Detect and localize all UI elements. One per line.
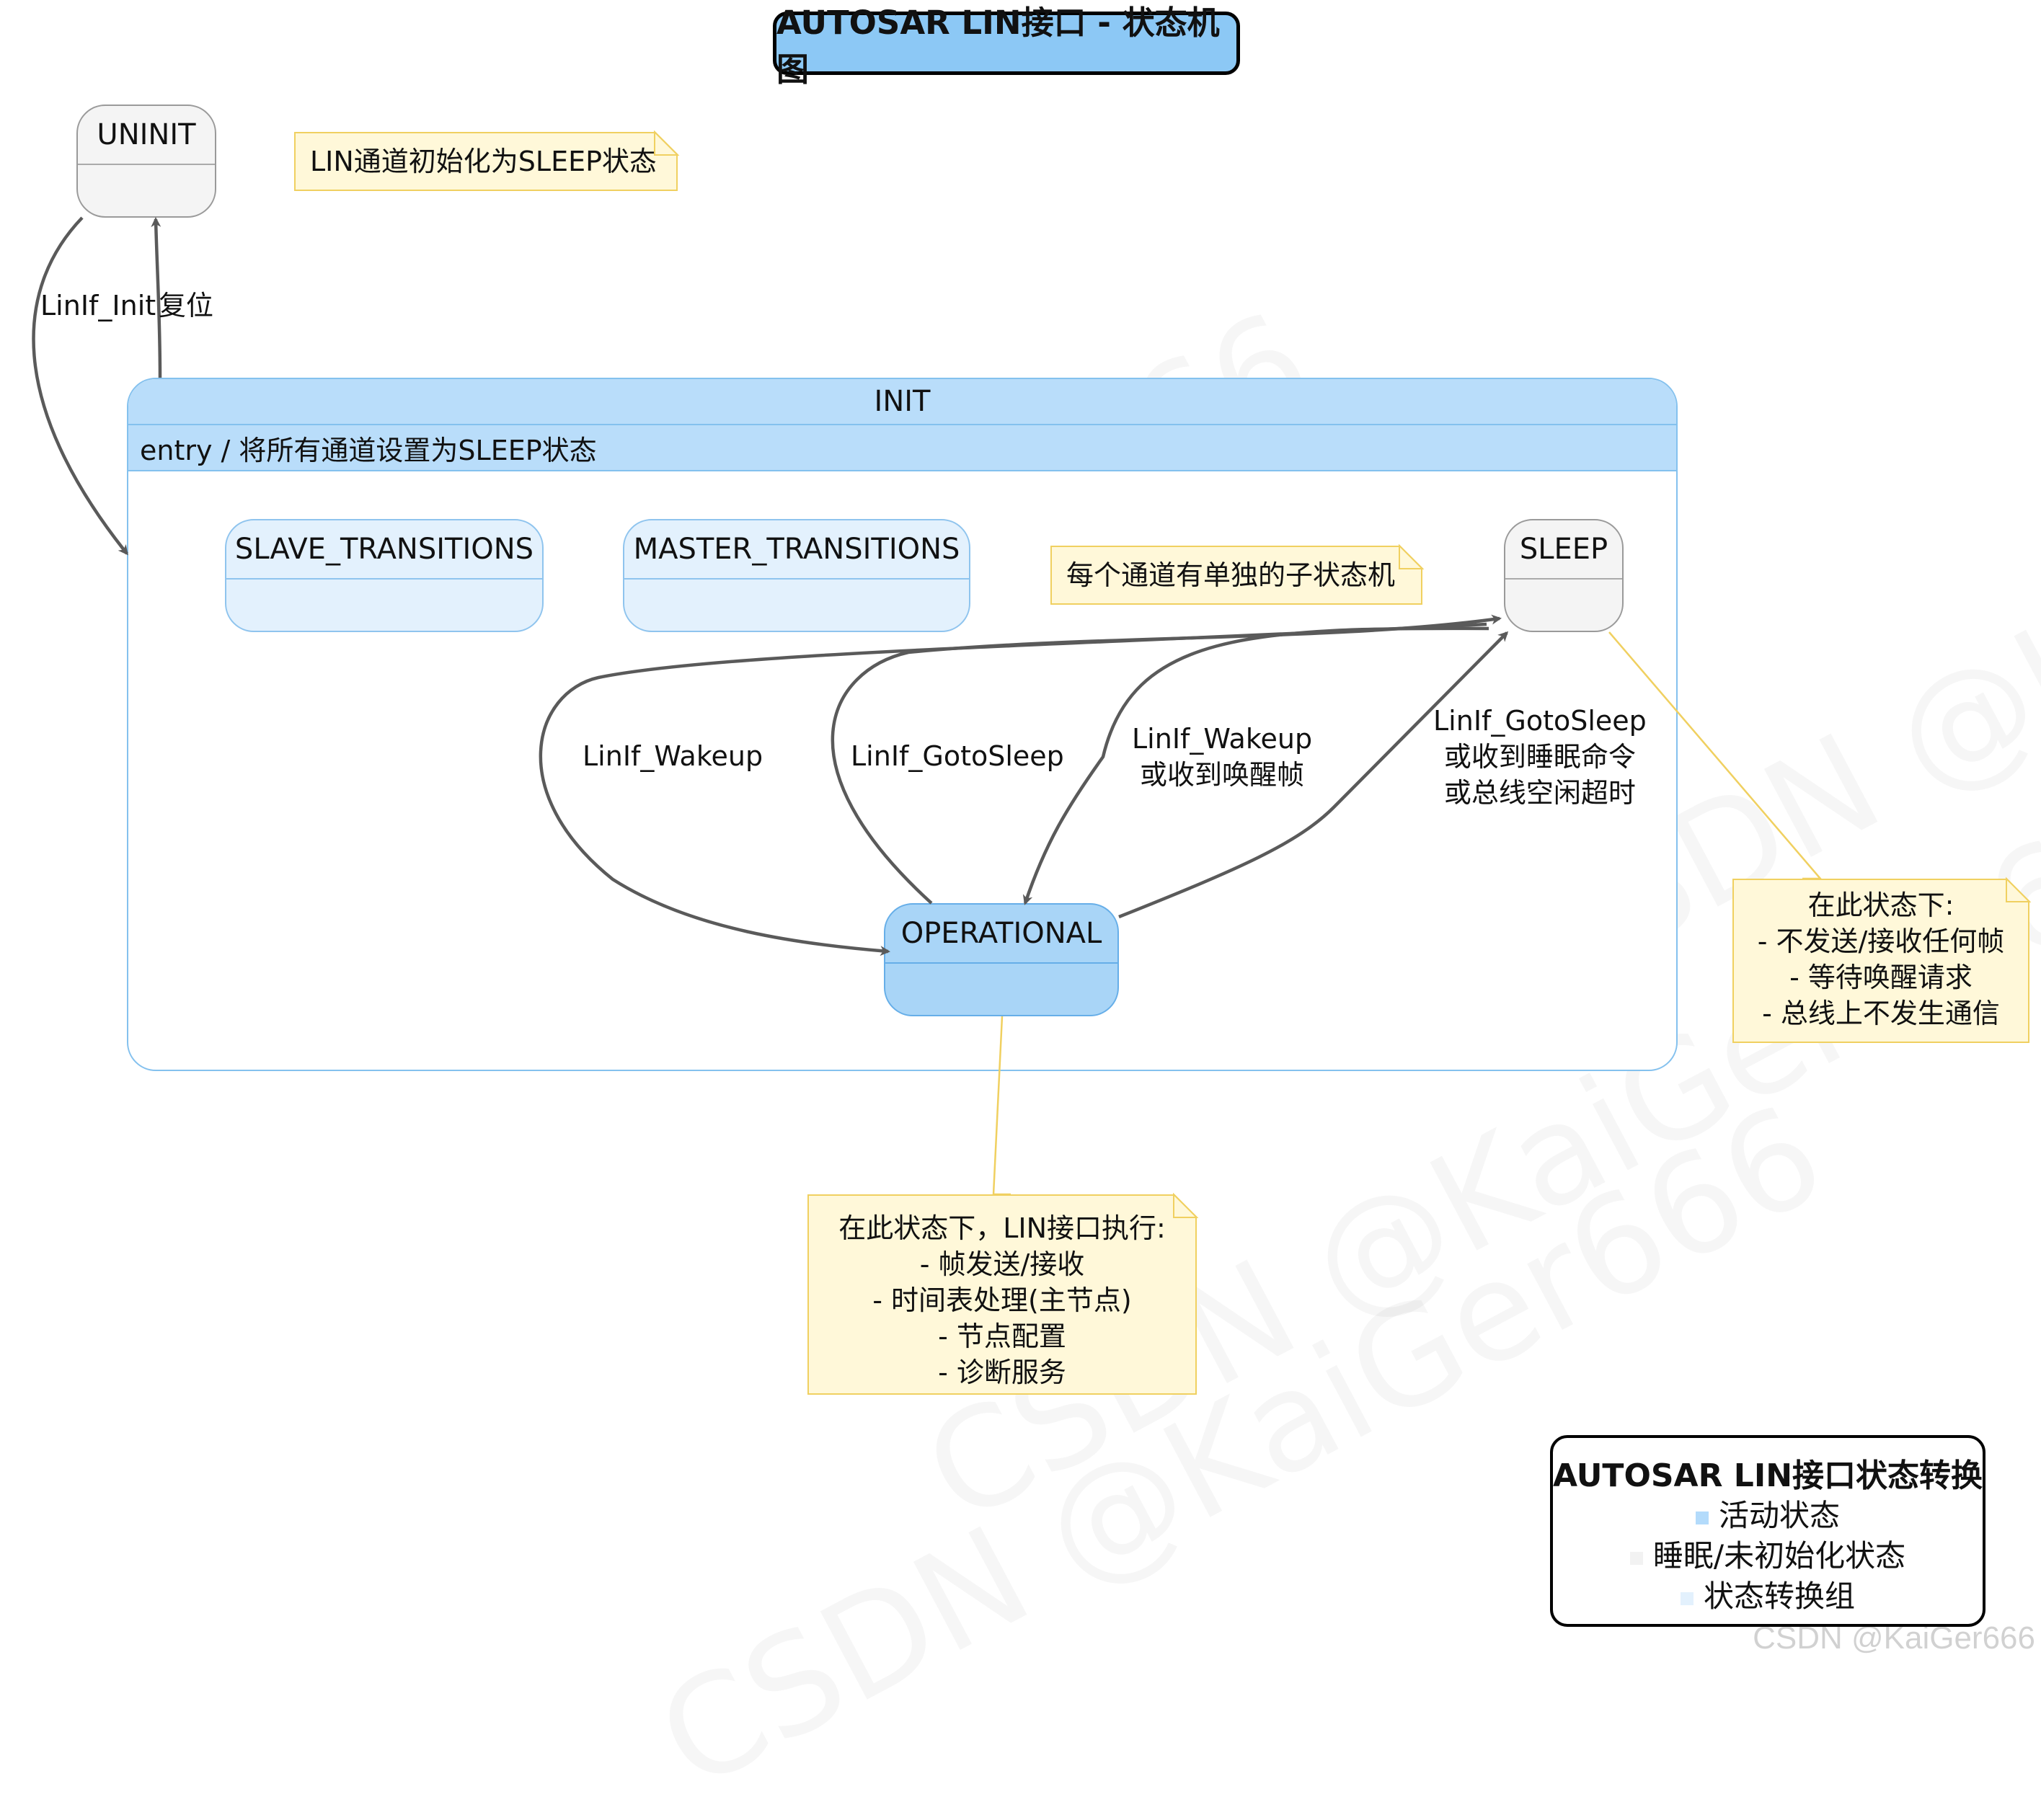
note-fold-corners <box>654 130 2032 1218</box>
edge-uninit-to-init <box>32 216 128 556</box>
footer-watermark: CSDN @KaiGer666 <box>1753 1620 2035 1656</box>
state-init-entry-action: entry / 将所有通道设置为SLEEP状态 <box>128 425 1676 471</box>
note-operational: 在此状态下，LIN接口执行: - 帧发送/接收 - 时间表处理(主节点) - 节… <box>807 1194 1197 1395</box>
legend-item-active: 活动状态 <box>1553 1496 1983 1536</box>
state-slave-transitions: SLAVE_TRANSITIONS <box>225 519 544 632</box>
legend-item-group: 状态转换组 <box>1553 1576 1983 1617</box>
legend-swatch-active <box>1695 1511 1709 1524</box>
state-uninit-name: UNINIT <box>78 106 215 165</box>
note-uninit: LIN通道初始化为SLEEP状态 <box>294 132 678 191</box>
state-sleep: SLEEP <box>1504 519 1624 632</box>
legend: AUTOSAR LIN接口状态转换 活动状态 睡眠/未初始化状态 状态转换组 <box>1550 1435 1985 1627</box>
legend-swatch-group <box>1680 1592 1694 1605</box>
state-sleep-name: SLEEP <box>1505 520 1622 580</box>
note-init: 每个通道有单独的子状态机 <box>1050 546 1422 605</box>
edge-operational-to-sleep-2 <box>1118 631 1509 919</box>
label-linif-init: LinIf_Init <box>40 290 156 321</box>
diagram-canvas: CSDN @KaiGer666 CSDN @KaiGer666 CSDN @Ka… <box>32 4 2035 1656</box>
label-reset: 复位 <box>159 290 214 321</box>
label-linif-gotosleep-2: LinIf_GotoSleep 或收到睡眠命令 或总线空闲超时 <box>1433 705 1647 809</box>
legend-item-sleep: 睡眠/未初始化状态 <box>1553 1536 1983 1576</box>
label-linif-wakeup-1: LinIf_Wakeup <box>583 740 763 772</box>
label-linif-gotosleep-1: LinIf_GotoSleep <box>851 740 1064 772</box>
legend-title: AUTOSAR LIN接口状态转换 <box>1553 1457 1983 1494</box>
state-master-transitions: MASTER_TRANSITIONS <box>623 519 970 632</box>
note-sleep: 在此状态下: - 不发送/接收任何帧 - 等待唤醒请求 - 总线上不发生通信 <box>1732 879 2029 1043</box>
state-uninit: UNINIT <box>76 105 216 218</box>
state-operational: OPERATIONAL <box>884 903 1119 1016</box>
legend-swatch-sleep <box>1629 1551 1643 1565</box>
edge-init-to-uninit <box>151 217 162 378</box>
state-master-transitions-name: MASTER_TRANSITIONS <box>624 520 969 580</box>
state-slave-transitions-name: SLAVE_TRANSITIONS <box>226 520 542 580</box>
state-init-name: INIT <box>128 379 1676 425</box>
label-linif-wakeup-2: LinIf_Wakeup 或收到唤醒帧 <box>1132 723 1313 791</box>
edge-sleep-to-operational-2 <box>1022 626 1489 905</box>
edge-operational-to-sleep-1 <box>831 614 1502 905</box>
state-operational-name: OPERATIONAL <box>885 905 1117 964</box>
